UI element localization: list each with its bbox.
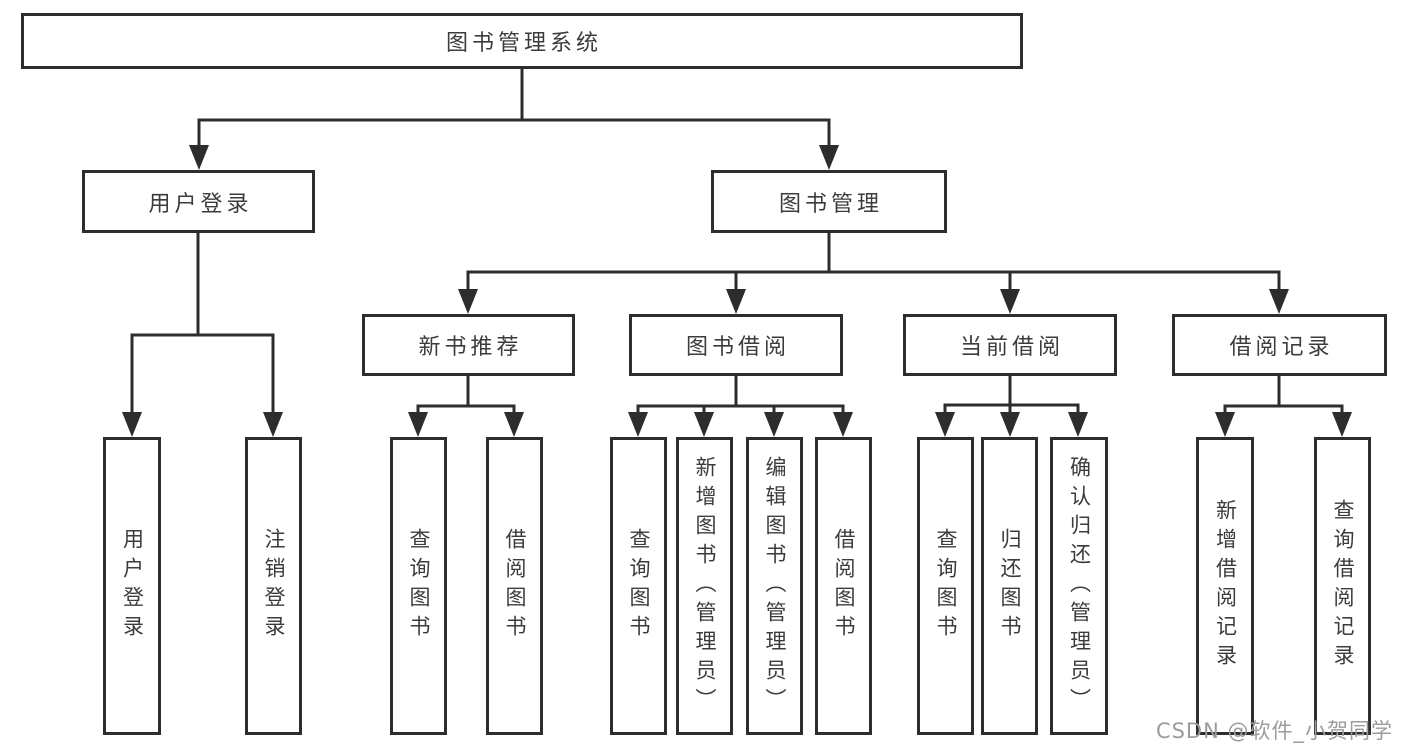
leaf-logout-label: 注销登录 — [262, 528, 286, 644]
leaf-borrow-books: 借阅图书 — [815, 437, 872, 735]
csdn-watermark: CSDN @软件_小贺同学 — [1155, 719, 1393, 743]
leaf-borrow-books-label: 借阅图书 — [832, 528, 856, 644]
node-book-borrowing: 图书借阅 — [629, 314, 843, 376]
leaf-edit-book-admin-label: 编辑图书（管理员） — [763, 455, 787, 717]
node-root: 图书管理系统 — [21, 13, 1023, 69]
edge-bookmgmt-branch — [466, 270, 1281, 296]
leaf-borrow-books-recommend: 借阅图书 — [486, 437, 543, 735]
edge-newbook-branch — [416, 404, 516, 419]
leaf-add-borrow-record: 新增借阅记录 — [1196, 437, 1254, 735]
leaf-query-books-recommend: 查询图书 — [390, 437, 447, 735]
leaf-add-book-admin-label: 新增图书（管理员） — [693, 455, 717, 717]
leaf-query-borrow-record: 查询借阅记录 — [1314, 437, 1371, 735]
node-root-label: 图书管理系统 — [445, 31, 602, 56]
leaf-query-books-current: 查询图书 — [917, 437, 974, 735]
leaf-query-books-borrowing: 查询图书 — [610, 437, 667, 735]
leaf-logout: 注销登录 — [245, 437, 302, 735]
leaf-add-borrow-record-label: 新增借阅记录 — [1213, 499, 1238, 673]
edge-borrow-branch — [636, 404, 845, 419]
node-book-borrowing-label: 图书借阅 — [685, 335, 790, 360]
leaf-add-book-admin: 新增图书（管理员） — [676, 437, 733, 735]
node-borrow-records-label: 借阅记录 — [1229, 335, 1334, 360]
node-book-management: 图书管理 — [711, 170, 947, 233]
leaf-query-books-current-label: 查询图书 — [934, 528, 958, 644]
leaf-user-login-label: 用户登录 — [120, 528, 145, 644]
node-user-login: 用户登录 — [82, 170, 315, 233]
leaf-query-books-recommend-label: 查询图书 — [407, 528, 431, 644]
leaf-edit-book-admin: 编辑图书（管理员） — [746, 437, 803, 735]
leaf-user-login: 用户登录 — [103, 437, 161, 735]
edge-root-branch — [197, 118, 831, 152]
node-new-book-recommend: 新书推荐 — [362, 314, 575, 376]
leaf-return-book-label: 归还图书 — [998, 528, 1022, 644]
edge-records-branch — [1223, 404, 1344, 419]
leaf-query-borrow-record-label: 查询借阅记录 — [1331, 499, 1355, 673]
leaf-borrow-books-recommend-label: 借阅图书 — [503, 528, 527, 644]
node-borrow-records: 借阅记录 — [1172, 314, 1387, 376]
leaf-confirm-return-admin-label: 确认归还（管理员） — [1067, 455, 1092, 717]
edge-userlogin-branch — [130, 333, 275, 419]
leaf-confirm-return-admin: 确认归还（管理员） — [1050, 437, 1108, 735]
node-new-book-recommend-label: 新书推荐 — [418, 335, 523, 360]
leaf-return-book: 归还图书 — [981, 437, 1038, 735]
node-book-management-label: 图书管理 — [778, 191, 883, 217]
node-current-borrowing-label: 当前借阅 — [959, 335, 1064, 360]
leaf-query-books-borrowing-label: 查询图书 — [627, 528, 651, 644]
arrowheads — [122, 145, 1352, 437]
node-user-login-label: 用户登录 — [148, 191, 253, 217]
node-current-borrowing: 当前借阅 — [903, 314, 1117, 376]
